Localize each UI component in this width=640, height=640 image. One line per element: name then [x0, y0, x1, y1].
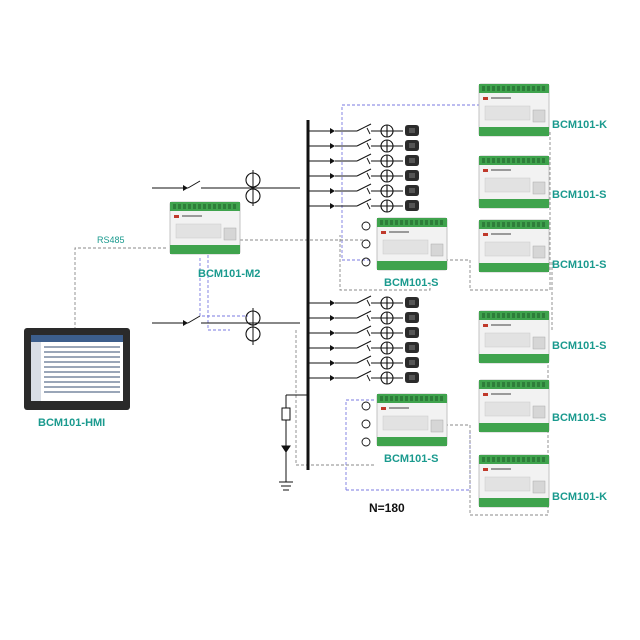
module-k-top — [478, 83, 550, 137]
s-right-1-label: BCM101-S — [552, 189, 606, 201]
s-center-top-label: BCM101-S — [384, 277, 438, 289]
indicator-circles — [361, 221, 371, 447]
module-s-right-1 — [478, 155, 550, 209]
feeder-group-upper — [308, 124, 419, 212]
m2-label: BCM101-M2 — [198, 268, 260, 280]
count-label: N=180 — [369, 501, 405, 515]
hmi-label: BCM101-HMI — [38, 417, 105, 429]
module-s-center-top — [376, 217, 448, 271]
s-right-3-label: BCM101-S — [552, 340, 606, 352]
s-right-4-label: BCM101-S — [552, 412, 606, 424]
s-right-2-label: BCM101-S — [552, 259, 606, 271]
rs485-label: RS485 — [97, 235, 125, 245]
module-k-bottom — [478, 454, 550, 508]
ground-icon — [279, 394, 308, 491]
hmi-panel-icon — [24, 328, 130, 410]
module-s-right-2 — [478, 219, 550, 273]
module-m2 — [169, 201, 241, 255]
module-s-right-3 — [478, 310, 550, 364]
current-transformer-icon — [245, 170, 261, 345]
module-s-center-bottom — [376, 393, 448, 447]
module-s-right-4 — [478, 379, 550, 433]
k-top-label: BCM101-K — [552, 119, 607, 131]
k-bottom-label: BCM101-K — [552, 491, 607, 503]
feeder-group-lower — [308, 296, 419, 384]
s-center-bottom-label: BCM101-S — [384, 453, 438, 465]
